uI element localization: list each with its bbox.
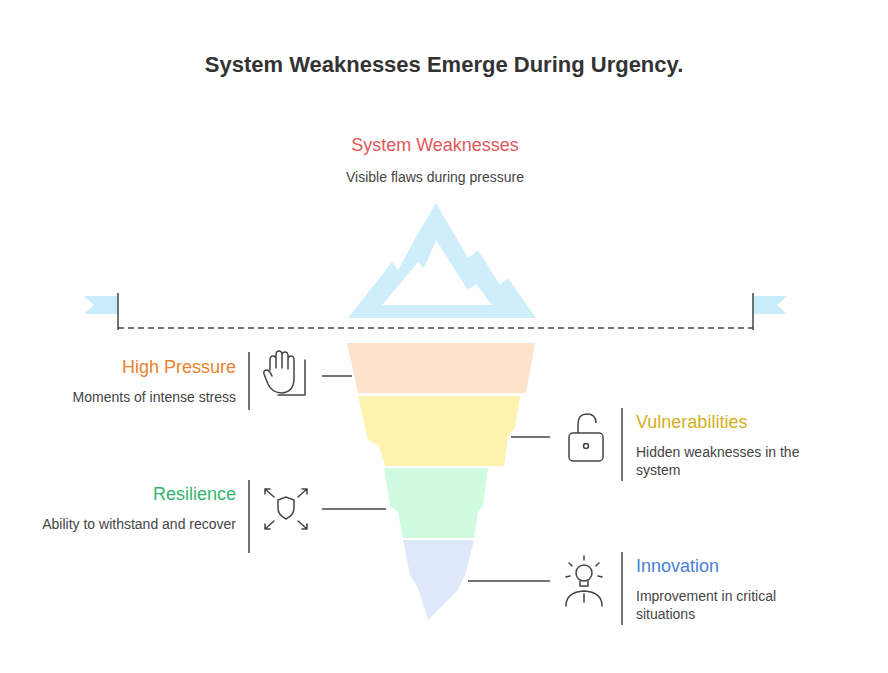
separator-bar xyxy=(248,480,250,553)
label-group: VulnerabilitiesHidden weaknesses in the … xyxy=(636,411,831,479)
layer-band xyxy=(347,343,535,393)
label-group: InnovationImprovement in critical situat… xyxy=(636,555,831,623)
heading: Vulnerabilities xyxy=(636,411,831,433)
label-group: System WeaknessesVisible flaws during pr… xyxy=(285,134,585,186)
waterline xyxy=(118,327,753,329)
flag xyxy=(84,296,118,314)
leader-line xyxy=(322,508,386,510)
layer-band xyxy=(403,540,474,620)
description: Ability to withstand and recover xyxy=(38,515,236,533)
idea-icon xyxy=(566,556,602,606)
separator-bar xyxy=(248,352,250,410)
description: Moments of intense stress xyxy=(38,388,236,406)
heading: System Weaknesses xyxy=(285,134,585,156)
label-group: High PressureMoments of intense stress xyxy=(38,356,236,406)
waterline-post xyxy=(117,293,119,330)
description: Hidden weaknesses in the system xyxy=(636,443,831,479)
heading: Innovation xyxy=(636,555,831,577)
diagram-title: System Weaknesses Emerge During Urgency. xyxy=(0,52,888,78)
description: Improvement in critical situations xyxy=(636,587,831,623)
separator-bar xyxy=(621,408,623,481)
layer-band xyxy=(358,396,520,466)
iceberg-tip-inner xyxy=(382,240,492,305)
description: Visible flaws during pressure xyxy=(285,168,585,186)
label-group: ResilienceAbility to withstand and recov… xyxy=(38,483,236,533)
lock-icon xyxy=(569,414,603,461)
flag xyxy=(753,296,787,314)
leader-line xyxy=(511,436,550,438)
waterline-post xyxy=(752,293,754,330)
leader-line xyxy=(322,375,352,377)
leader-line xyxy=(468,580,550,582)
heading: Resilience xyxy=(38,483,236,505)
shield-icon xyxy=(265,489,307,529)
heading: High Pressure xyxy=(38,356,236,378)
hand-icon xyxy=(264,351,305,395)
iceberg-tip xyxy=(348,203,536,318)
layer-band xyxy=(384,468,488,538)
separator-bar xyxy=(621,552,623,625)
